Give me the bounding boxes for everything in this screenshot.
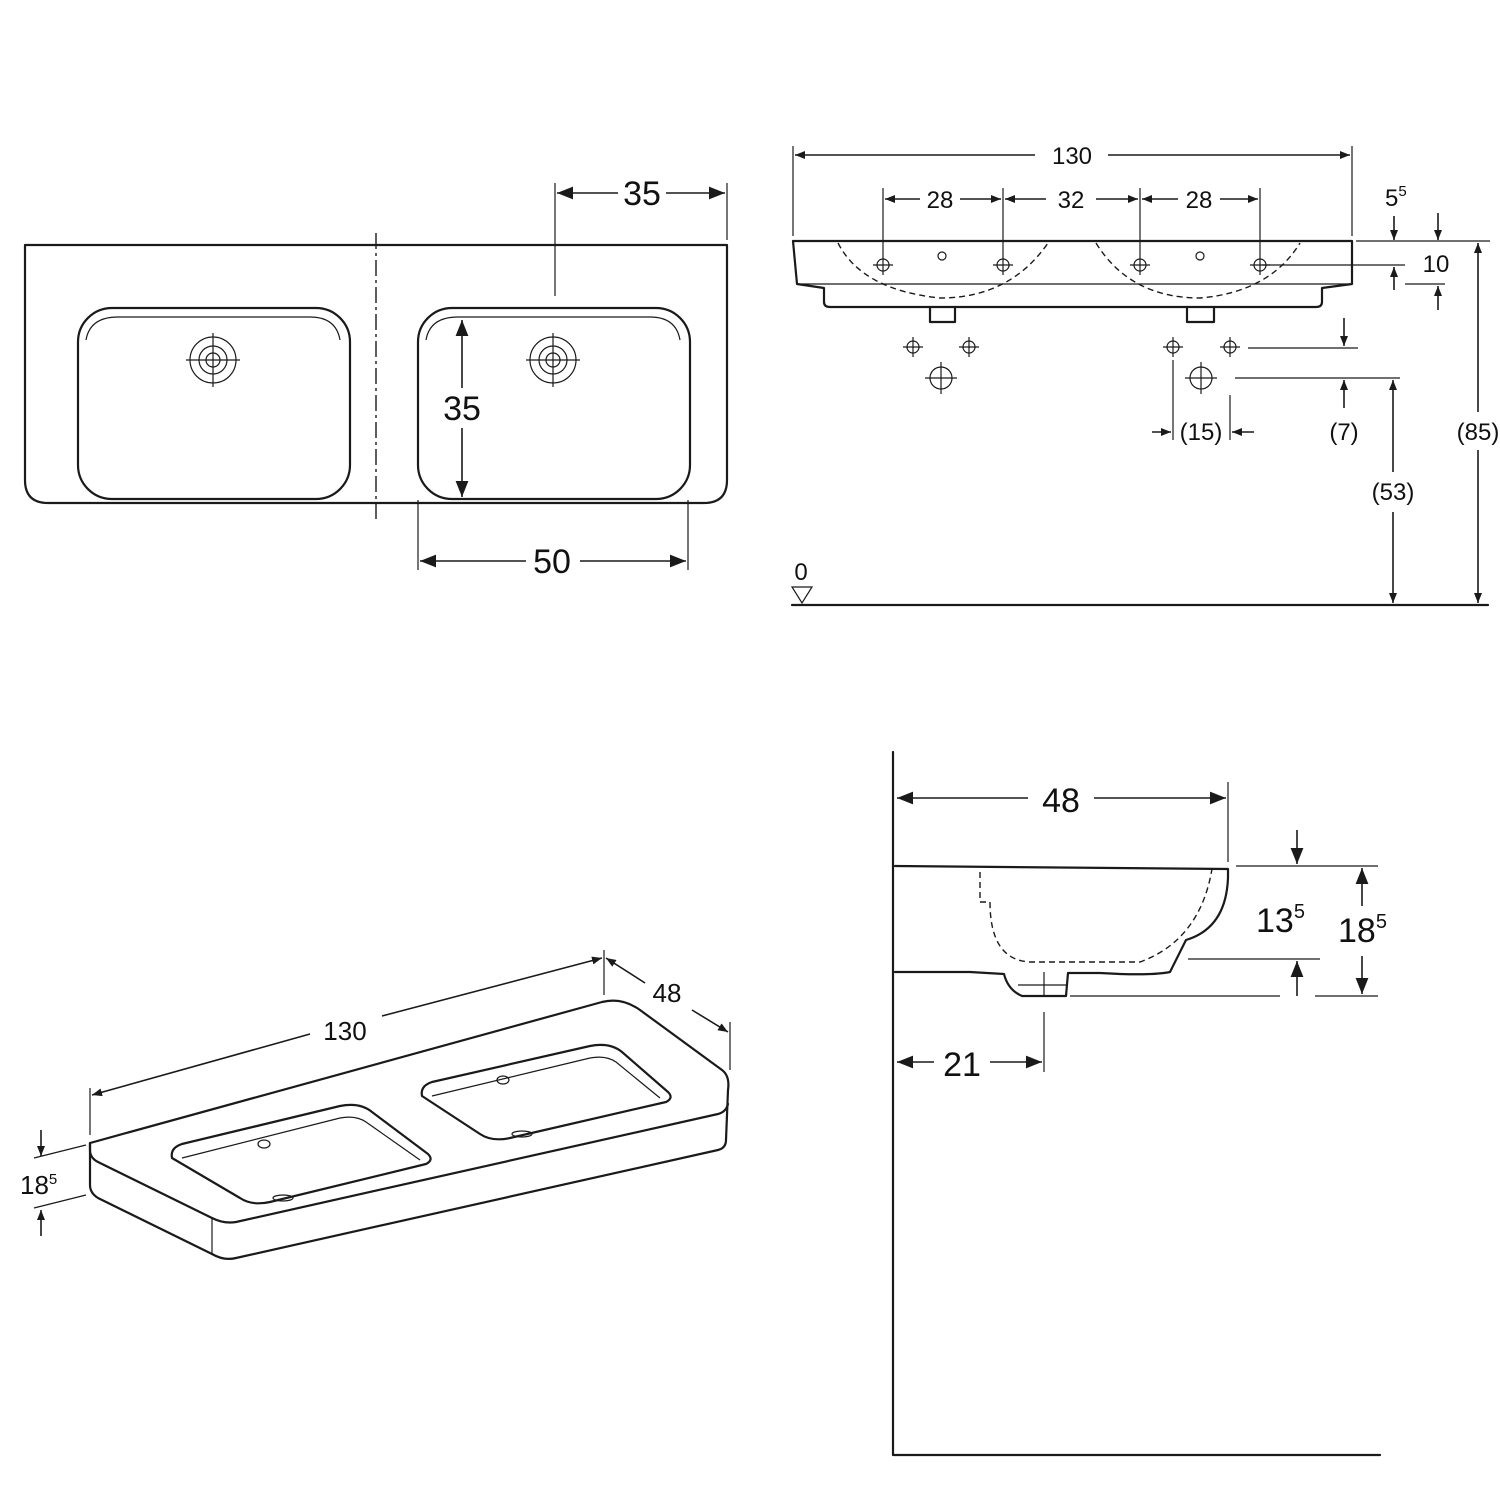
side-view: 48 135 185 21 [891, 750, 1387, 1457]
right-overflow-icon [496, 1075, 510, 1085]
dim-overall-width: 130 [1052, 143, 1092, 170]
left-bowl-top [76, 306, 352, 501]
dim-bowl-depth: 35 [443, 390, 481, 428]
overflow-icon [1195, 251, 1205, 261]
basin-side-profile [893, 864, 1230, 998]
right-bowl-perspective [420, 1043, 672, 1141]
supply-point-icon [902, 336, 924, 358]
left-bowl-hidden [837, 242, 1049, 299]
dim-bowl-width: 50 [533, 543, 571, 581]
right-bowl-hidden [1095, 242, 1301, 299]
left-drain-icon [186, 333, 240, 387]
left-bowl-perspective [170, 1103, 432, 1205]
bowl-hidden-side [979, 868, 1213, 963]
tap-hole-icon [1129, 254, 1151, 276]
basin-perspective-outline [88, 999, 730, 1260]
basin-profile-front [791, 239, 1354, 309]
dim-side-depth: 48 [1042, 782, 1080, 820]
dim-rim-offset: 55 [1385, 183, 1407, 212]
left-drain-outlet [928, 305, 957, 324]
overflow-icon [937, 251, 947, 261]
left-bowl-inner-rim [85, 316, 341, 341]
dim-side-total-height: 185 [1338, 911, 1387, 950]
tap-hole-icon [872, 254, 894, 276]
dim-side-drain-offset: 21 [943, 1046, 981, 1084]
supply-point-icon [958, 336, 980, 358]
dim-side-bowl-height: 135 [1256, 901, 1305, 940]
supply-point-icon [1219, 336, 1241, 358]
floor-level-label: 0 [794, 559, 807, 586]
dim-tap-left: 28 [927, 187, 954, 214]
dim-trap-spacing: (15) [1180, 419, 1223, 446]
dim-bowl-offset: 35 [623, 175, 661, 213]
dim-perspective-height: 185 [20, 1170, 57, 1200]
wall-line [891, 750, 1382, 1457]
waste-point-icon [924, 361, 958, 395]
left-overflow-icon [257, 1139, 271, 1149]
dim-tap-right: 28 [1186, 187, 1213, 214]
front-view: 130 28 32 28 55 10 (7) [790, 143, 1500, 607]
dim-rim-height: 10 [1423, 251, 1450, 278]
supply-point-icon [1162, 336, 1184, 358]
right-bowl-inner-rim [425, 316, 681, 341]
right-drain-icon [526, 333, 580, 387]
dim-drain-height: (53) [1372, 479, 1415, 506]
right-bowl-top [416, 306, 692, 501]
basin-outline-top [23, 243, 729, 505]
right-drain-outlet [1185, 305, 1216, 324]
floor-level-icon [790, 586, 814, 605]
perspective-view: 130 48 185 [20, 950, 731, 1260]
dim-perspective-depth: 48 [653, 978, 682, 1008]
dim-tap-middle: 32 [1058, 187, 1085, 214]
waste-point-icon [1184, 361, 1218, 395]
dim-rim-height-floor: (85) [1457, 419, 1500, 446]
dim-trap-drop: (7) [1329, 419, 1358, 446]
dim-perspective-width: 130 [323, 1016, 366, 1046]
top-view: 35 35 50 [23, 175, 729, 581]
tap-hole-icon [992, 254, 1014, 276]
